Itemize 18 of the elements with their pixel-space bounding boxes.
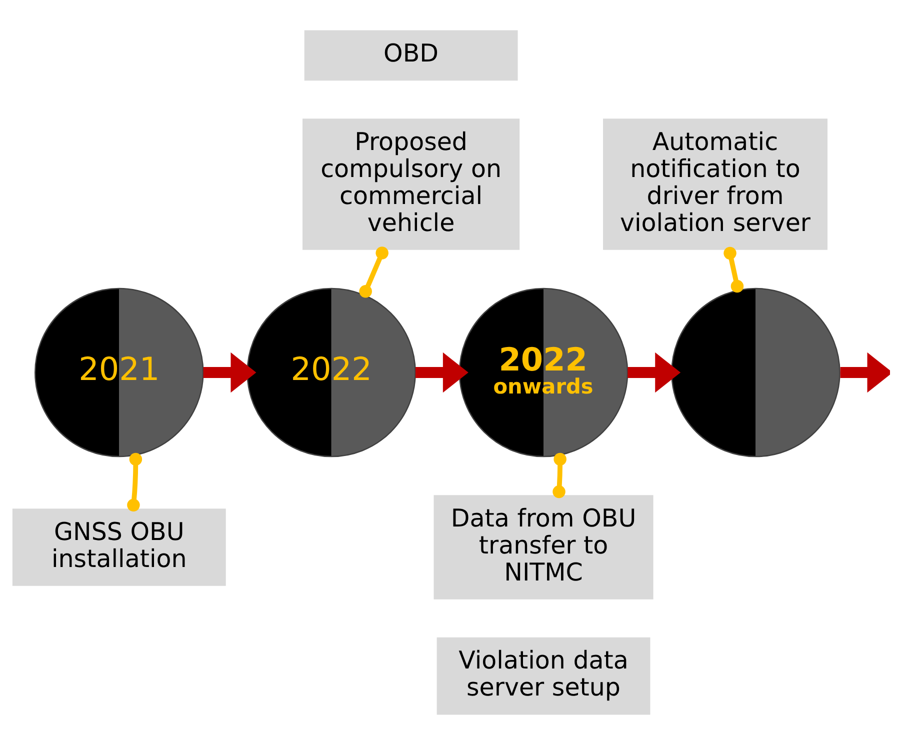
connector xyxy=(127,452,142,511)
node-box: OBD xyxy=(304,30,518,80)
node-circle: 2021 xyxy=(34,287,204,457)
node-circle xyxy=(671,287,840,457)
arrow xyxy=(203,352,256,392)
node-box: Violation data server setup xyxy=(436,636,650,714)
connector xyxy=(724,246,744,292)
node-circle: 2022 xyxy=(246,287,416,457)
connector xyxy=(552,452,566,498)
node-box: Automatic notification to driver from violation server xyxy=(603,118,828,250)
arrow xyxy=(415,352,468,392)
arrow xyxy=(628,352,681,392)
arrow xyxy=(840,352,890,392)
node-box: GNSS OBU installation xyxy=(12,508,226,586)
node-box: Data from OBU transfer to NITMC xyxy=(434,494,654,599)
connector xyxy=(359,246,388,298)
node-box: Proposed compulsory on commercial vehicle xyxy=(302,118,520,250)
node-circle: 2022 onwards xyxy=(458,287,628,457)
